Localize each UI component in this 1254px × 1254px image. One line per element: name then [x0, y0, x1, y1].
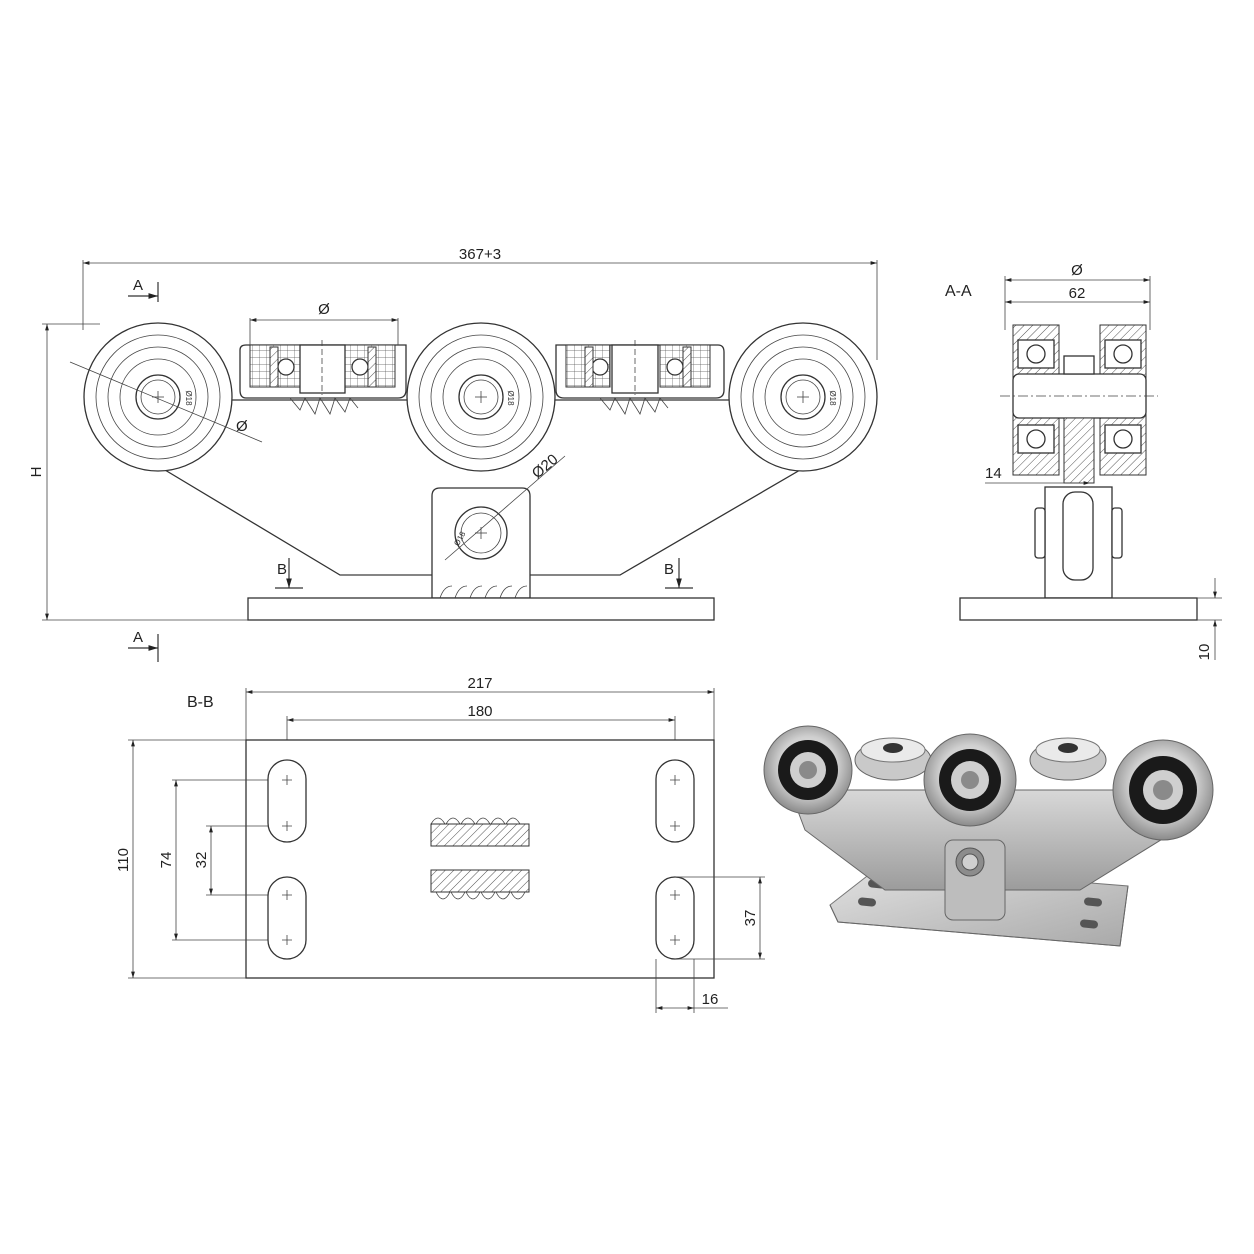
- bearing-ball: [351, 358, 369, 376]
- center-wheel: Ø18: [406, 322, 556, 472]
- weld-bead: [435, 891, 526, 900]
- bb-weld-bottom: [430, 869, 530, 893]
- aa-diameter-label: Ø: [1071, 262, 1083, 279]
- render-slot: [1080, 919, 1098, 929]
- pivot-pin-inner: [460, 512, 502, 554]
- wheel-diameter-leader: [69, 361, 263, 443]
- bearing-ball: [277, 358, 295, 376]
- slot-length-label: 37: [742, 910, 759, 927]
- aa-pivot-pin: [1062, 491, 1094, 581]
- render-wheel-left: [763, 725, 853, 815]
- bb-slot-top-right: [655, 759, 695, 843]
- right-wheel: Ø18: [728, 322, 878, 472]
- slot-inner-label: 32: [193, 852, 210, 869]
- render-wheel-right: [1112, 739, 1214, 841]
- render-slot: [1084, 897, 1102, 907]
- aa-washer: [1111, 507, 1123, 559]
- aa-web-top: [1063, 355, 1095, 375]
- section-a-bottom-label: A: [133, 629, 143, 646]
- aa-web-label: 14: [985, 465, 1002, 482]
- weld-teeth: [289, 397, 359, 415]
- section-a-top-label: A: [133, 277, 143, 294]
- section-bb-view: B-B 217 180 110 74 32: [115, 675, 765, 1013]
- aa-center-web: [1063, 417, 1095, 484]
- bearing-race: [367, 346, 377, 388]
- section-aa-title: A-A: [945, 283, 972, 300]
- bearing-race: [682, 346, 692, 388]
- bb-slot-bottom-left: [267, 876, 307, 960]
- wheel-diameter-label: Ø: [236, 418, 248, 435]
- weld-bead: [439, 585, 528, 599]
- svg-text:Ø18: Ø18: [828, 390, 837, 406]
- weld-bead: [430, 817, 521, 825]
- front-view: 367+3 H A A Ø: [28, 246, 878, 662]
- section-aa-view: A-A Ø 62 14: [945, 262, 1222, 660]
- aa-base-plate: [959, 597, 1198, 621]
- pivot-diameter-leader: [444, 455, 566, 561]
- left-wheel: Ø18: [83, 322, 233, 472]
- bearing-ball: [1113, 344, 1133, 364]
- section-b-right-label: B: [664, 561, 674, 578]
- render-slot: [858, 897, 876, 907]
- bearing-ball: [1113, 429, 1133, 449]
- section-b-left-label: B: [277, 561, 287, 578]
- bb-slot-bottom-right: [655, 876, 695, 960]
- slot-width-label: 16: [702, 991, 719, 1008]
- aa-plate-label: 10: [1196, 644, 1213, 661]
- bearing-ball: [666, 358, 684, 376]
- bearing-race: [584, 346, 594, 388]
- height-label: H: [28, 467, 45, 478]
- section-bb-title: B-B: [187, 694, 214, 711]
- svg-text:Ø18: Ø18: [184, 390, 193, 406]
- bearing-ball: [591, 358, 609, 376]
- plate-length-label: 217: [467, 675, 492, 692]
- bearing-ball: [1026, 429, 1046, 449]
- base-plate: [247, 597, 715, 621]
- product-render: [763, 725, 1214, 947]
- bb-slot-top-left: [267, 759, 307, 843]
- aa-washer: [1034, 507, 1046, 559]
- bb-base-plate: [245, 739, 715, 979]
- bb-weld-top: [430, 823, 530, 847]
- bearing-diameter-label: Ø: [318, 301, 330, 318]
- slot-outer-label: 74: [158, 852, 175, 869]
- bearing-race: [269, 346, 279, 388]
- render-wheel-center: [923, 733, 1017, 827]
- aa-width-label: 62: [1069, 285, 1086, 302]
- plate-width-label: 110: [115, 848, 132, 872]
- bearing-ball: [1026, 344, 1046, 364]
- weld-teeth: [599, 397, 669, 415]
- hole-spacing-label: 180: [467, 703, 492, 720]
- overall-width-label: 367+3: [459, 246, 501, 263]
- left-bearing-axle: [299, 344, 346, 394]
- svg-text:Ø18: Ø18: [506, 390, 515, 406]
